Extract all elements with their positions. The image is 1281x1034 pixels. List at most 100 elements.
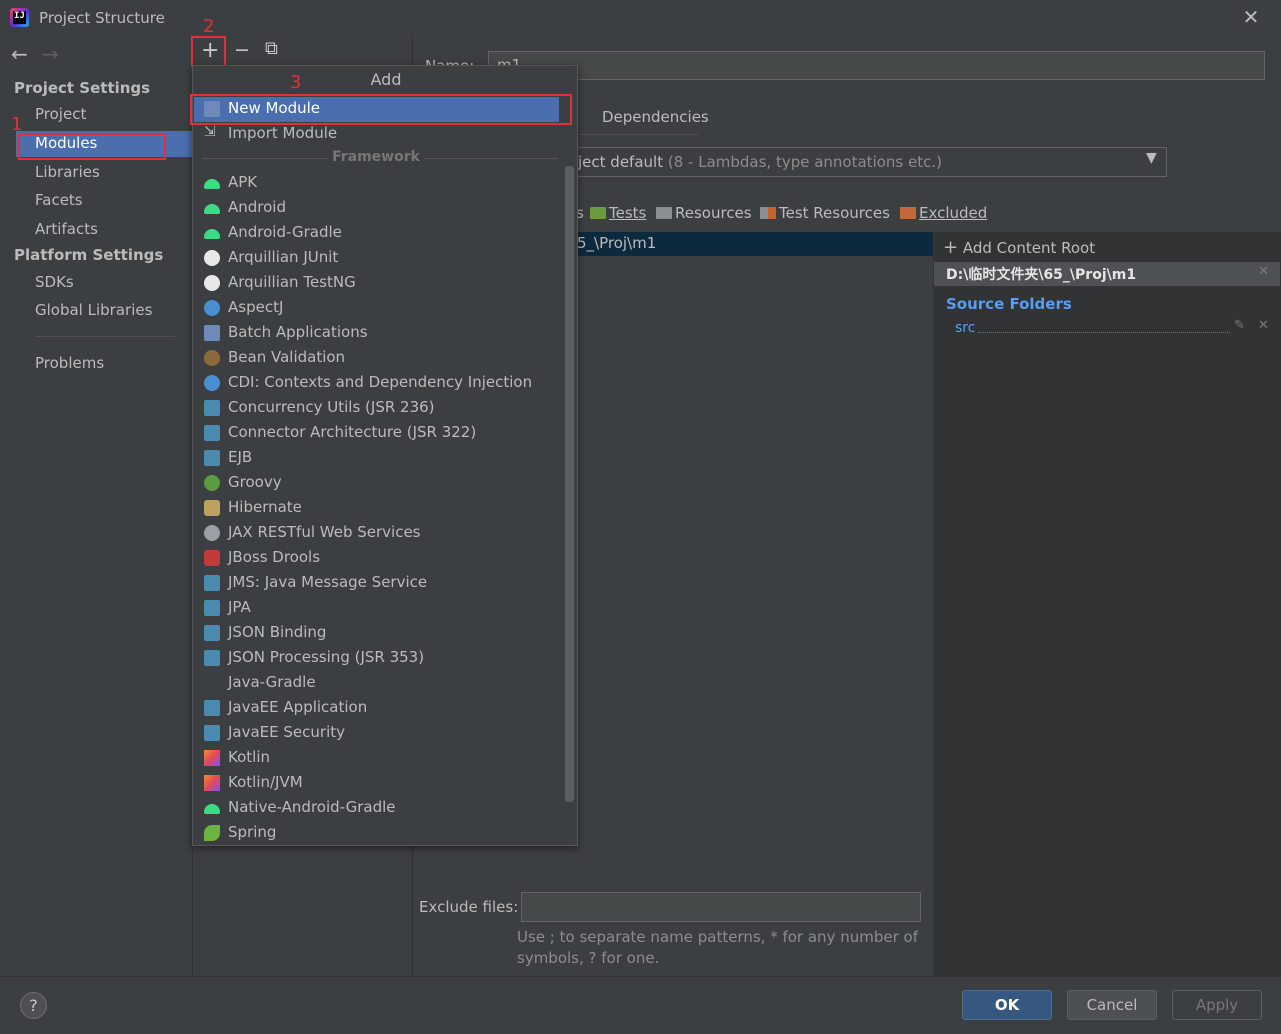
menu-item-framework[interactable]: Connector Architecture (JSR 322) — [194, 421, 559, 446]
mark-tests-button[interactable]: Tests — [590, 204, 646, 222]
popup-title: Add — [370, 70, 402, 89]
menu-item-framework[interactable]: Kotlin — [194, 746, 559, 771]
menu-item-framework[interactable]: JAX RESTful Web Services — [194, 521, 559, 546]
android-icon — [204, 229, 220, 239]
menu-item-framework[interactable]: Groovy — [194, 471, 559, 496]
menu-item-framework[interactable]: Batch Applications — [194, 321, 559, 346]
menu-item-framework[interactable]: Bean Validation — [194, 346, 559, 371]
menu-item-framework[interactable]: JPA — [194, 596, 559, 621]
menu-item-framework[interactable]: Arquillian TestNG — [194, 271, 559, 296]
source-folder-src[interactable]: src — [955, 320, 976, 336]
menu-item-framework[interactable]: EJB — [194, 446, 559, 471]
add-content-root-button[interactable]: + Add Content Root — [943, 237, 1095, 258]
menu-item-framework[interactable]: APK — [194, 171, 559, 196]
content-root-header — [934, 262, 1280, 286]
menu-item-import-module[interactable]: ⇲ Import Module — [194, 122, 559, 147]
exclude-files-input[interactable] — [521, 892, 921, 922]
close-icon[interactable]: ✕ — [1242, 5, 1260, 29]
sidebar-item-project[interactable]: Project — [35, 105, 87, 123]
framework-label: Spring — [228, 823, 277, 841]
framework-label: Native-Android-Gradle — [228, 798, 396, 816]
forward-arrow-icon[interactable]: → — [42, 42, 59, 66]
remove-icon[interactable]: − — [234, 39, 250, 61]
module-name-field[interactable]: m1 — [488, 51, 1265, 80]
back-arrow-icon[interactable]: ← — [11, 42, 28, 66]
menu-item-framework[interactable]: JMS: Java Message Service — [194, 571, 559, 596]
language-level-detail: (8 - Lambdas, type annotations etc.) — [667, 153, 942, 171]
language-level-dropdown[interactable] — [568, 147, 1167, 177]
cancel-button[interactable]: Cancel — [1067, 990, 1157, 1020]
kotlin-icon — [204, 750, 220, 766]
ok-button[interactable]: OK — [962, 990, 1052, 1020]
framework-label: JMS: Java Message Service — [228, 573, 428, 591]
menu-item-framework[interactable]: JavaEE Security — [194, 721, 559, 746]
help-icon[interactable]: ? — [20, 992, 47, 1019]
sidebar-item-facets[interactable]: Facets — [35, 191, 83, 209]
sidebar-item-modules[interactable]: Modules — [35, 134, 98, 152]
menu-item-framework[interactable]: JSON Processing (JSR 353) — [194, 646, 559, 671]
mark-test-resources-button[interactable]: Test Resources — [760, 204, 890, 222]
content-root-tree-row[interactable]: 5_\Proj\m1 — [568, 232, 933, 256]
javaee-icon — [204, 725, 220, 741]
exclude-hint-line2: symbols, ? for one. — [517, 949, 660, 967]
sidebar-item-artifacts[interactable]: Artifacts — [35, 220, 98, 238]
project-settings-heading: Project Settings — [14, 79, 151, 97]
window-title: Project Structure — [39, 9, 165, 27]
framework-label: EJB — [228, 448, 253, 466]
menu-item-framework[interactable]: Arquillian JUnit — [194, 246, 559, 271]
framework-label: Connector Architecture (JSR 322) — [228, 423, 477, 441]
mark-tests-label: Tests — [609, 204, 647, 222]
menu-item-framework[interactable]: Android — [194, 196, 559, 221]
sidebar-item-libraries[interactable]: Libraries — [35, 163, 100, 181]
add-icon[interactable]: + — [201, 38, 220, 63]
chevron-down-icon[interactable]: ▼ — [1146, 150, 1157, 166]
tree-path-text: 5_\Proj\m1 — [577, 234, 657, 252]
annotation-box-modules — [18, 133, 166, 160]
mark-resources-button[interactable]: Resources — [656, 204, 752, 222]
menu-item-framework[interactable]: Hibernate — [194, 496, 559, 521]
module-folder-icon — [204, 101, 220, 117]
remove-root-icon[interactable]: ✕ — [1258, 264, 1269, 279]
menu-item-framework[interactable]: CDI: Contexts and Dependency Injection — [194, 371, 559, 396]
menu-item-framework[interactable]: JSON Binding — [194, 621, 559, 646]
drools-icon — [204, 550, 220, 566]
javaee-icon — [204, 650, 220, 666]
arquillian-icon — [204, 275, 220, 291]
popup-scrollbar[interactable] — [565, 166, 574, 802]
framework-label: Concurrency Utils (JSR 236) — [228, 398, 435, 416]
framework-label: JAX RESTful Web Services — [228, 523, 421, 541]
framework-label: Kotlin — [228, 748, 270, 766]
resources-folder-icon — [656, 207, 672, 219]
menu-item-framework[interactable]: Android-Gradle — [194, 221, 559, 246]
menu-item-framework[interactable]: Native-Android-Gradle — [194, 796, 559, 821]
menu-item-framework[interactable]: Concurrency Utils (JSR 236) — [194, 396, 559, 421]
sidebar-item-global-libraries[interactable]: Global Libraries — [35, 301, 153, 319]
aspectj-icon — [204, 300, 220, 316]
framework-label: Java-Gradle — [228, 673, 316, 691]
hibernate-icon — [204, 500, 220, 516]
sidebar-item-sdks[interactable]: SDKs — [35, 273, 74, 291]
mark-excluded-button[interactable]: Excluded — [900, 204, 987, 222]
menu-item-framework[interactable]: Java-Gradle — [194, 671, 559, 696]
framework-label: Kotlin/JVM — [228, 773, 303, 791]
menu-item-new-module[interactable]: New Module — [194, 97, 559, 122]
edit-pencil-icon[interactable]: ✎ — [1234, 318, 1245, 333]
menu-item-framework[interactable]: JBoss Drools — [194, 546, 559, 571]
menu-item-framework[interactable]: AspectJ — [194, 296, 559, 321]
add-content-root-label: Add Content Root — [962, 239, 1096, 257]
framework-label: Android-Gradle — [228, 223, 342, 241]
sidebar-item-problems[interactable]: Problems — [35, 354, 105, 372]
annotation-number-1: 1 — [11, 114, 23, 135]
remove-source-icon[interactable]: ✕ — [1258, 318, 1269, 333]
apply-button[interactable]: Apply — [1172, 990, 1262, 1020]
mark-resources-label: Resources — [675, 204, 752, 222]
app-icon-text: IJ — [14, 11, 25, 21]
menu-item-framework[interactable]: JavaEE Application — [194, 696, 559, 721]
tab-dependencies[interactable]: Dependencies — [602, 108, 709, 126]
javaee-icon — [204, 400, 220, 416]
mark-sources-suffix[interactable]: s — [576, 204, 584, 222]
framework-label: JavaEE Application — [228, 698, 368, 716]
menu-item-framework[interactable]: Kotlin/JVM — [194, 771, 559, 796]
menu-item-framework[interactable]: Spring — [194, 821, 559, 846]
copy-icon[interactable]: ⧉ — [265, 38, 278, 59]
